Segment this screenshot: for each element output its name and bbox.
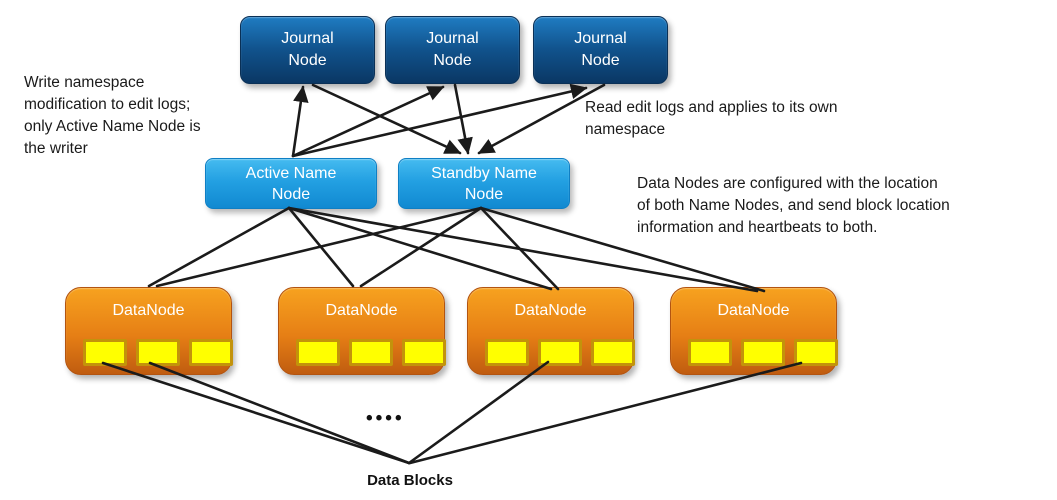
ellipsis-dots: •••• [366,408,405,429]
data-blocks-callout-lines [101,360,803,465]
data-node-label: DataNode [325,302,398,319]
data-node-label: DataNode [717,302,790,319]
data-block-icon [794,339,838,366]
data-block-icon [83,339,127,366]
standby-name-node: Standby Name Node [398,158,570,209]
data-node-2: DataNode [278,287,446,375]
data-block-row [83,339,233,366]
journal-node-2: Journal Node [385,16,520,84]
journal-node-3: Journal Node [533,16,668,84]
write-arrow [291,85,445,158]
data-block-icon [349,339,393,366]
journal-node-1: Journal Node [240,16,375,84]
read-edit-logs-annotation: Read edit logs and applies to its own na… [585,99,838,138]
data-block-icon [136,339,180,366]
callout-line [407,360,550,465]
read-arrow [311,83,462,155]
data-block-row [485,339,635,366]
data-block-icon [296,339,340,366]
heartbeat-line [359,206,483,288]
data-node-3: DataNode [467,287,635,375]
data-block-icon [485,339,529,366]
heartbeat-line [155,206,483,288]
callout-line [101,361,411,465]
heartbeat-line [147,206,291,288]
write-arrow [291,85,309,158]
write-namespace-annotation: Write namespace modification to edit log… [24,74,201,157]
data-node-label: DataNode [514,302,587,319]
data-block-icon [741,339,785,366]
read-arrow [453,83,473,155]
data-block-row [296,339,446,366]
data-block-icon [402,339,446,366]
data-node-4: DataNode [670,287,838,375]
active-name-node: Active Name Node [205,158,377,209]
heartbeat-line [287,206,355,288]
data-block-icon [688,339,732,366]
heartbeat-line [479,206,560,291]
callout-line [408,361,803,465]
datanode-config-annotation: Data Nodes are configured with the locat… [637,175,950,236]
data-block-icon [538,339,582,366]
data-node-1: DataNode [65,287,233,375]
data-block-icon [591,339,635,366]
data-node-label: DataNode [112,302,185,319]
data-block-row [688,339,838,366]
data-block-icon [189,339,233,366]
heartbeat-line [287,206,553,291]
journal-to-standby-read-arrows [311,83,606,155]
active-to-journal-write-arrows [291,83,588,158]
data-blocks-label: Data Blocks [367,472,453,489]
write-arrow [291,83,588,158]
